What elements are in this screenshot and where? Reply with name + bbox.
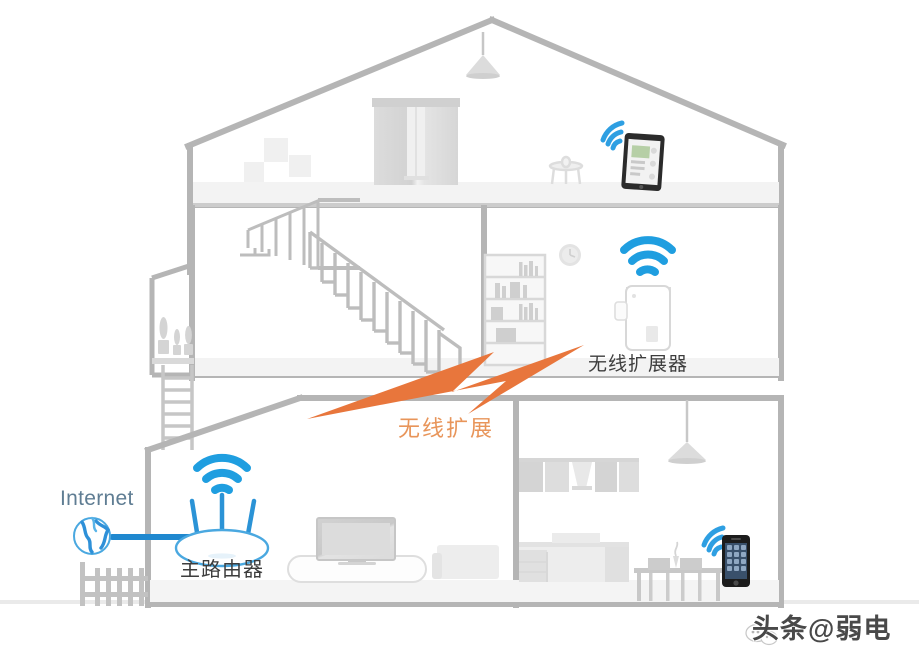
staircase-upper: [240, 198, 321, 268]
picket-fence: [80, 562, 148, 606]
table-vase: [673, 541, 679, 568]
outdoor-ladder: [161, 365, 194, 450]
bookshelf: [483, 253, 547, 367]
main-router-label: 主路由器: [180, 559, 264, 581]
phone-body: [722, 535, 750, 587]
range-hood: [572, 462, 592, 488]
router-wifi-icon: [193, 453, 251, 494]
television: [316, 517, 396, 565]
wall-frames: [244, 138, 311, 182]
dining-table: [634, 568, 724, 601]
wardrobe: [372, 98, 460, 185]
pendant-lamp-kitchen: [668, 400, 706, 464]
pendant-lamp-attic: [466, 32, 500, 79]
sofa: [432, 545, 499, 579]
phone-wifi-icon: [701, 525, 726, 557]
kitchen-cabinets: [519, 458, 639, 492]
router-body: [174, 528, 270, 568]
staircase-lower: [308, 230, 462, 375]
ground-floor-slab: [150, 580, 779, 602]
kitchen-counter: [519, 533, 629, 582]
globe-icon: [73, 516, 111, 555]
wall-clock: [559, 244, 581, 266]
balcony-floor: [152, 358, 194, 364]
side-table: [548, 155, 584, 185]
extender-wifi-icon: [620, 236, 676, 276]
staircase-upper-landing: [318, 198, 360, 270]
middle-floor-slab: [195, 358, 779, 376]
dining-chairs: [648, 558, 702, 601]
wireless-extension-label: 无线扩展: [398, 416, 495, 441]
internet-label: Internet: [60, 487, 134, 510]
balcony-plants: [158, 317, 193, 355]
watermark-text: 头条@弱电: [752, 614, 892, 644]
wireless-extender-label: 无线扩展器: [588, 354, 689, 375]
watermark-bubble-icon: [745, 623, 778, 646]
tablet-body: [621, 132, 665, 192]
extender-body: [614, 285, 671, 351]
tablet-wifi-icon: [600, 120, 625, 151]
